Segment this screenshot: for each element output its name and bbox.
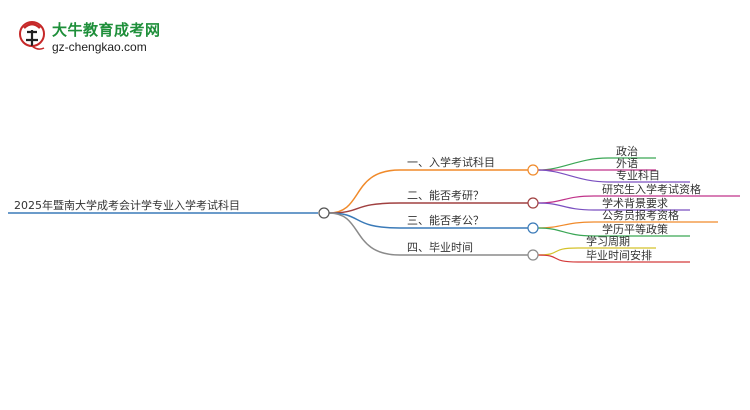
leaf-link-3-2	[537, 227, 595, 237]
root-topic: 2025年暨南大学成考会计学专业入学考试科目	[14, 198, 240, 212]
leaf-topic-3-1: 公务员报考资格	[602, 208, 679, 222]
branch-topic-1: 一、入学考试科目	[407, 155, 495, 169]
leaf-link-4-2	[537, 254, 579, 263]
leaf-link-1-3	[537, 169, 609, 183]
branch-link-2	[328, 202, 401, 214]
site-name: 大牛教育成考网	[52, 21, 161, 39]
branch-topic-4: 四、毕业时间	[407, 241, 473, 254]
branch-topic-3: 三、能否考公？	[407, 213, 484, 227]
leaf-topic-4-1: 学习周期	[586, 234, 630, 248]
branch-link-1	[328, 169, 401, 214]
leaf-link-1-1	[537, 157, 609, 171]
branch-collapse-toggle-3[interactable]	[527, 222, 539, 234]
branch-link-4	[328, 212, 401, 256]
branch-collapse-toggle-2[interactable]	[527, 197, 539, 209]
leaf-topic-4-2: 毕业时间安排	[586, 248, 652, 262]
leaf-link-3-1	[537, 221, 595, 229]
leaf-topic-1-1: 政治	[616, 144, 638, 158]
leaf-link-2-1	[537, 195, 595, 204]
branch-link-3	[328, 212, 401, 229]
leaf-topic-3-2: 学历平等政策	[602, 222, 668, 236]
bull-logo-icon	[19, 21, 45, 50]
leaf-topic-1-2: 外语	[616, 157, 638, 170]
branch-collapse-toggle-1[interactable]	[527, 164, 539, 176]
mindmap-links	[8, 157, 740, 263]
leaf-link-2-2	[537, 202, 595, 211]
leaf-topic-2-2: 学术背景要求	[602, 196, 668, 210]
leaf-topic-2-1: 研究生入学考试资格	[602, 182, 701, 196]
site-domain: gz-chengkao.com	[52, 40, 147, 54]
branch-collapse-toggle-4[interactable]	[527, 249, 539, 261]
root-collapse-toggle[interactable]	[318, 207, 330, 219]
mindmap-nodes: 2025年暨南大学成考会计学专业入学考试科目 一、入学考试科目 政治外语专业科目二、…	[14, 144, 701, 262]
leaf-link-4-1	[537, 247, 579, 256]
branch-topic-2: 二、能否考研？	[407, 188, 484, 202]
leaf-topic-1-3: 专业科目	[616, 168, 660, 182]
site-logo[interactable]: 大牛教育成考网 gz-chengkao.com	[18, 16, 188, 60]
